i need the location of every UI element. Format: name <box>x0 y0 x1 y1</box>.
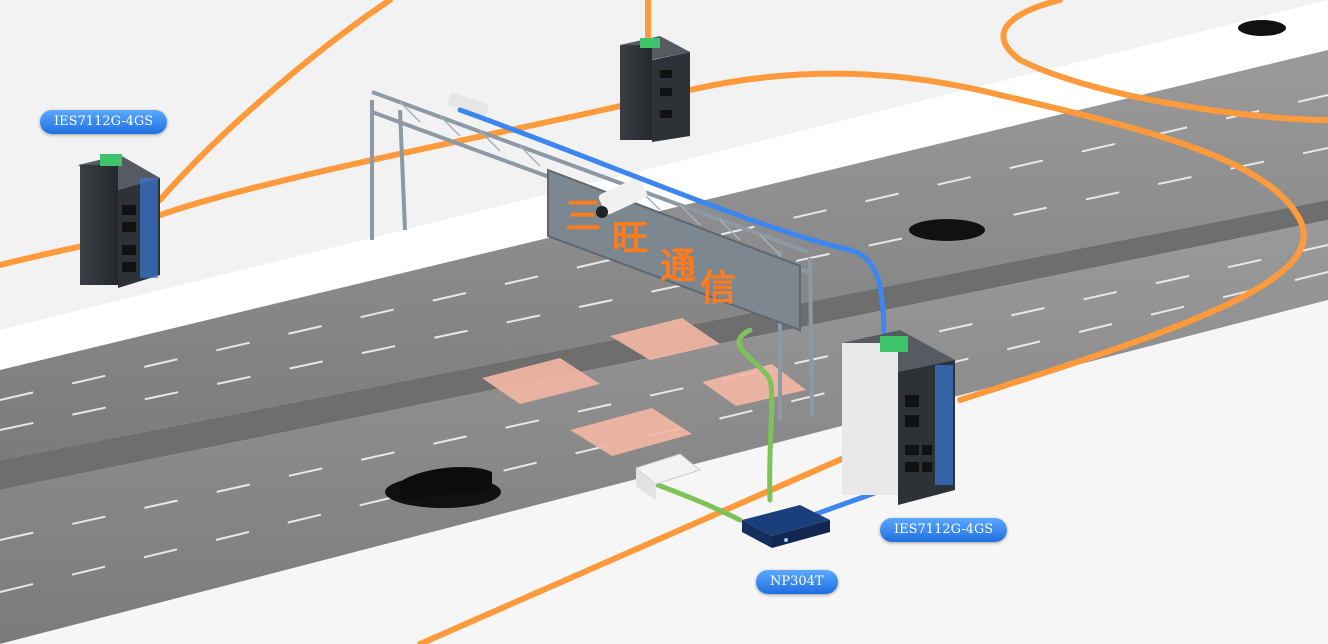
sign-char: 三 <box>565 196 601 237</box>
camera-lens-icon <box>596 206 608 218</box>
sign-char: 信 <box>700 268 736 309</box>
router-device <box>742 505 830 548</box>
terminal-connector-icon <box>100 154 122 166</box>
overhead-gantry <box>370 90 814 420</box>
car-far <box>1238 20 1286 36</box>
switch-main <box>842 330 955 505</box>
camera-icon <box>447 92 489 118</box>
label-switch-top-left: IES7112G-4GS <box>40 110 168 134</box>
terminal-connector-icon <box>880 336 908 352</box>
junction-box-side <box>636 468 656 500</box>
label-router: NP304T <box>756 570 838 594</box>
car-near <box>385 467 501 508</box>
car-mid <box>909 219 985 241</box>
sign-char: 通 <box>660 246 696 287</box>
camera-icon <box>598 177 648 215</box>
switch-top-left <box>78 154 160 288</box>
sign-char: 旺 <box>612 218 648 259</box>
terminal-connector-icon <box>640 38 660 48</box>
led-icon <box>784 538 788 542</box>
gantry-sign-text: 三 旺 通 信 <box>565 196 736 309</box>
label-switch-main: IES7112G-4GS <box>880 518 1008 542</box>
switch-top-center <box>620 36 690 142</box>
